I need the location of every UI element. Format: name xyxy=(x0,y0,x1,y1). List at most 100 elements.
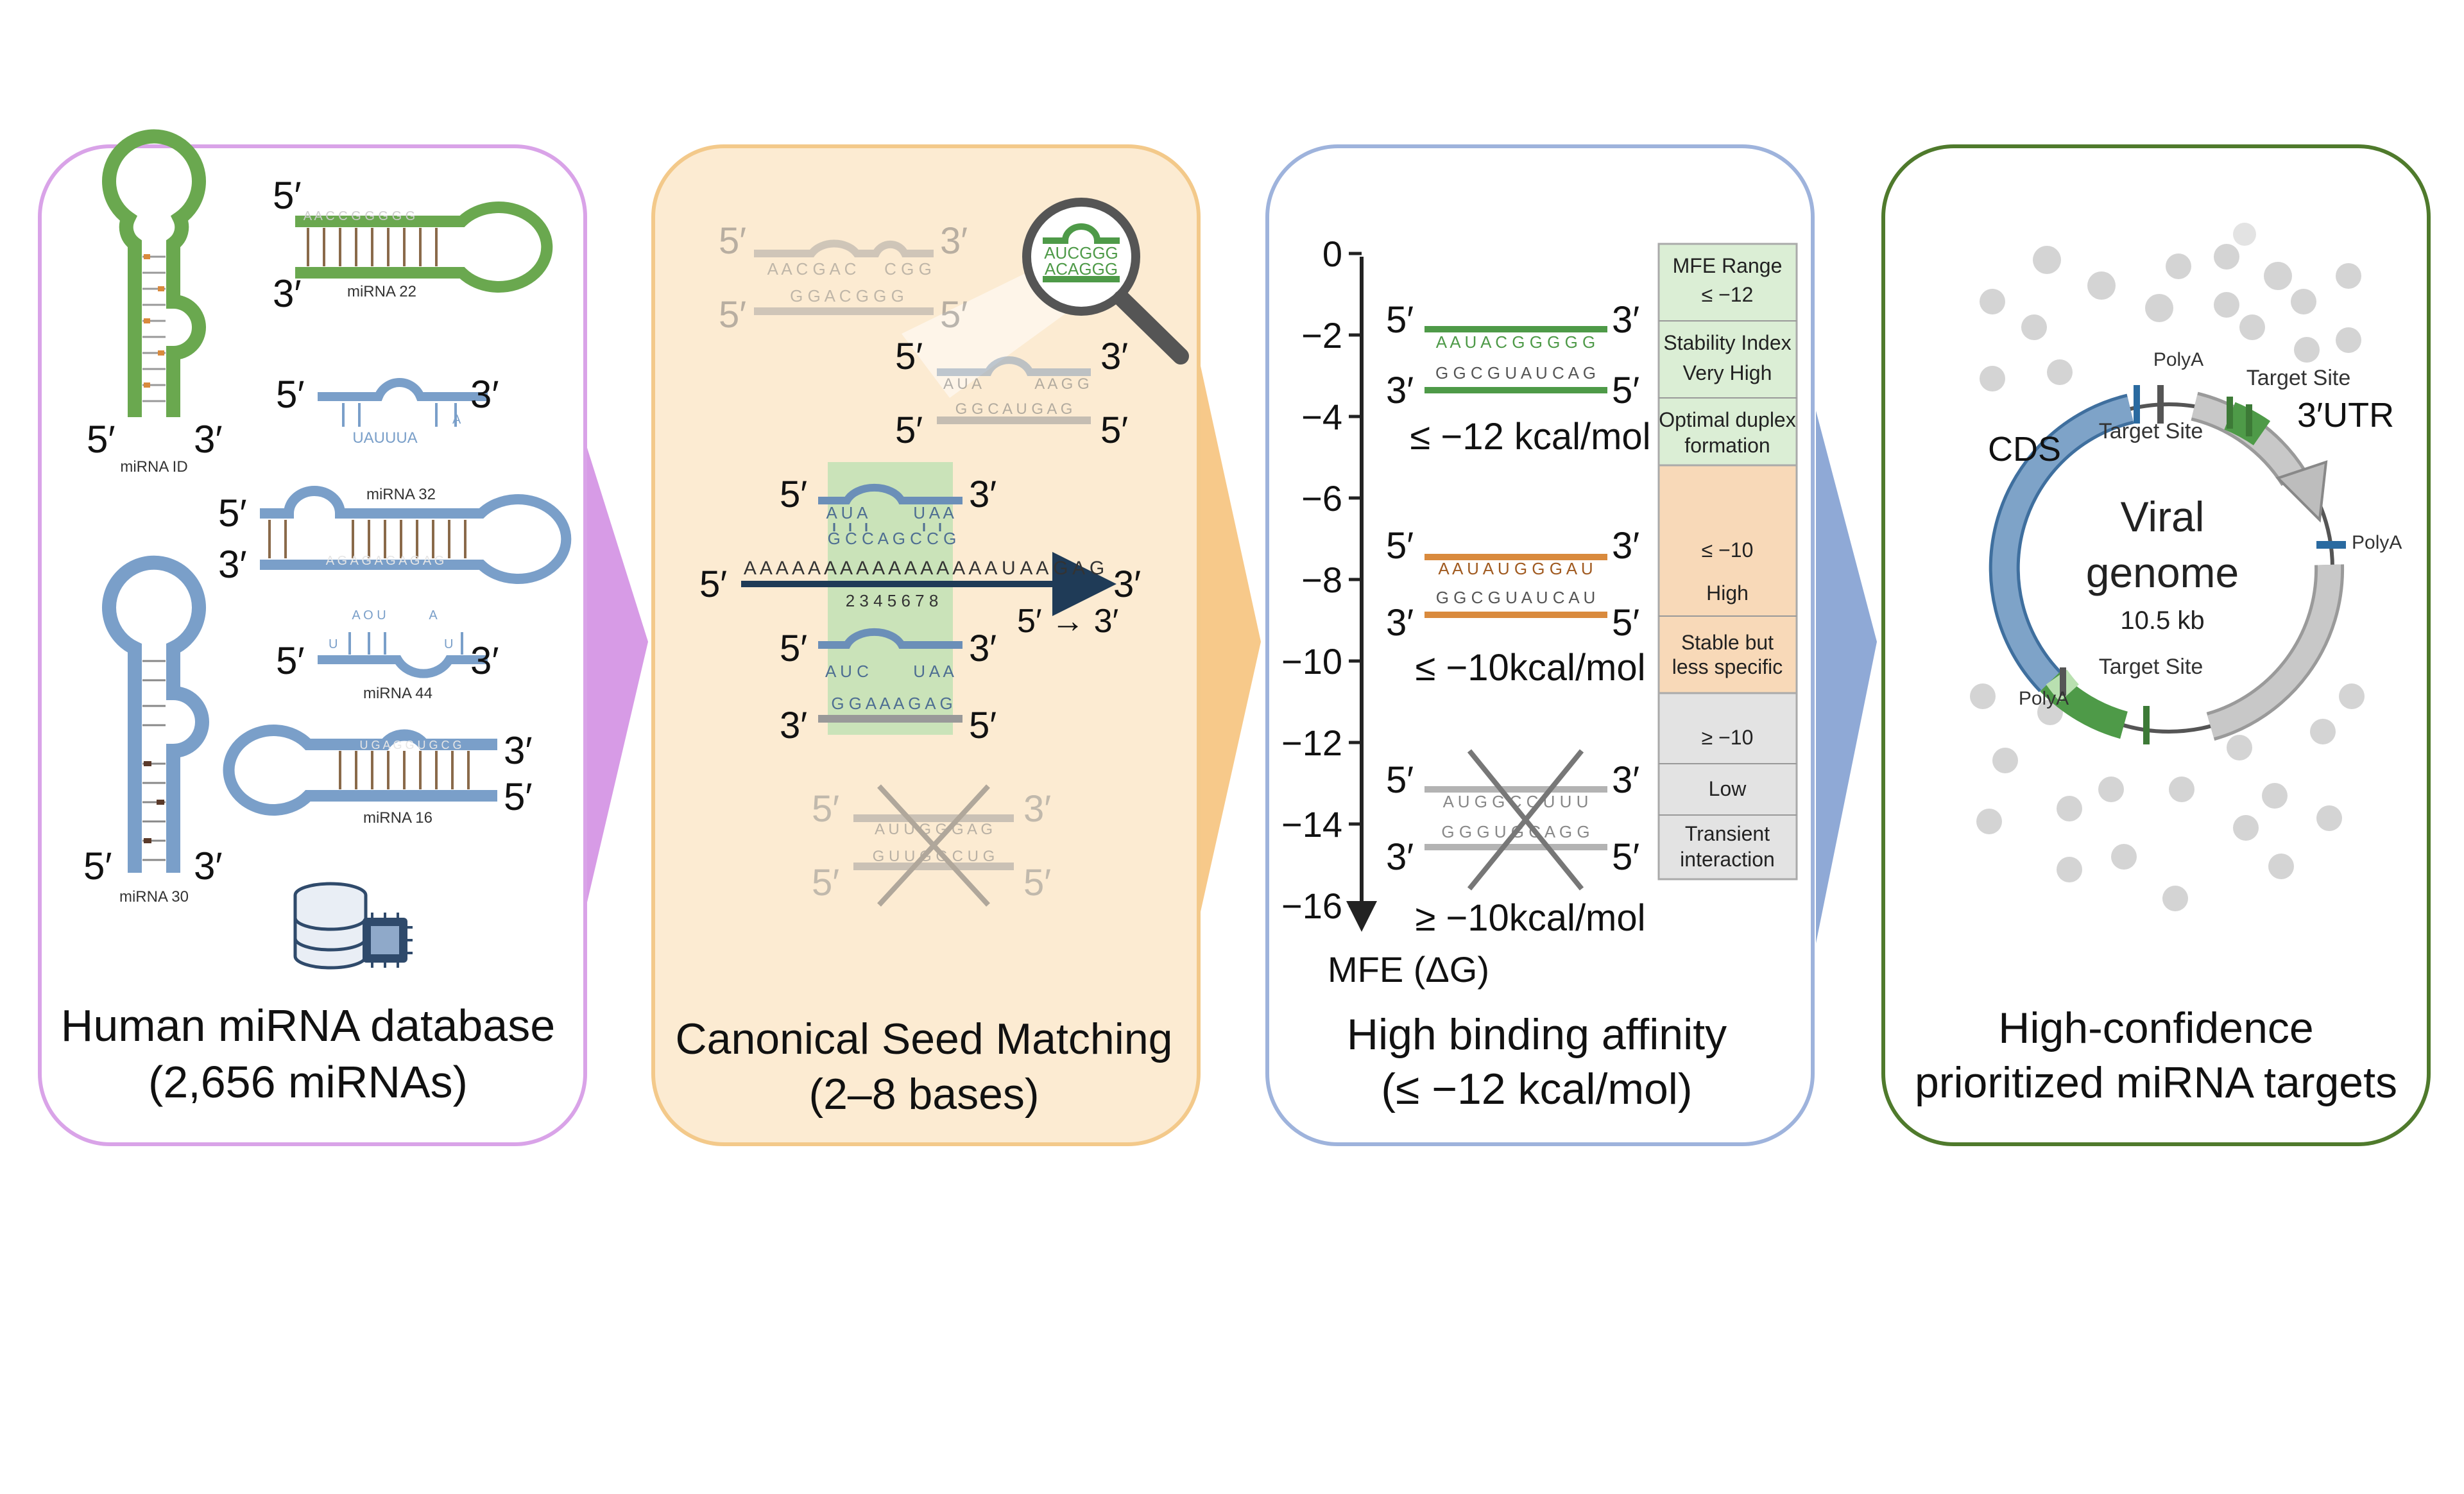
label-3prime: 3′ xyxy=(470,373,499,416)
hairpin-mirna-id: 5′ 3′ miRNA ID xyxy=(87,129,223,476)
panel-canonical-seed-matching: A A C G A C C G G G G A C G G G 5′ 3′ 5′… xyxy=(651,144,1201,1146)
table-gray-2: Low xyxy=(1709,777,1747,800)
duplex-mid: A U A A A G G G G C A U G A G xyxy=(937,356,1091,424)
mirna16-seq: U G A G G U G C G xyxy=(359,739,461,751)
label-3prime: 3′ xyxy=(194,845,223,888)
label-5prime: 5′ xyxy=(218,492,247,535)
label-5prime: 5′ xyxy=(895,409,923,451)
label-5prime: 5′ xyxy=(1386,759,1414,801)
label-3prime: 3′ xyxy=(1386,370,1414,411)
hairpin-30-label: miRNA 30 xyxy=(119,888,189,906)
duplex-crossed-out: A U U G G G A G G U U G G C U G 5′ 3′ 5′… xyxy=(812,784,1051,907)
duplex-high: A A U A U G G G A U G G C G U A U C A U … xyxy=(1386,525,1646,689)
arrow-panel2-to-3 xyxy=(1194,334,1261,943)
polya-right: PolyA xyxy=(2352,532,2402,553)
magnifier-top: AUCGGG xyxy=(1044,243,1118,262)
label-3prime: 3′ xyxy=(940,220,968,262)
panel3-caption-line1: High binding affinity xyxy=(1347,1010,1727,1059)
table-green-3a: Optimal duplex xyxy=(1659,408,1795,431)
duplex-seed-lower: A U C U A A G G A A A G A G 5′ 3′ 3′ 5′ xyxy=(780,628,997,746)
label-3prime: 3′ xyxy=(1113,563,1141,605)
label-5prime: 5′ xyxy=(1386,525,1414,567)
mrna-target-strand: A A A A A A A A A A A A A A A A U A A G … xyxy=(699,552,1141,640)
panel2-caption-line1: Canonical Seed Matching xyxy=(676,1015,1173,1063)
label-3prime: 3′ xyxy=(1386,602,1414,644)
label-5prime: 5′ xyxy=(1023,862,1051,904)
polya-left: PolyA xyxy=(2019,688,2069,709)
label-5prime: 5′ xyxy=(719,220,746,262)
axis-label: MFE (ΔG) xyxy=(1328,949,1489,990)
label-5prime: 5′ xyxy=(276,639,305,682)
mirna22-label: miRNA 22 xyxy=(347,283,416,300)
hairpin-mirna-22: A A C C G G G G G 5′ 3′ miRNA 22 xyxy=(273,174,553,315)
axis-tick-label: −12 xyxy=(1281,723,1342,763)
label-3prime: 3′ xyxy=(1612,525,1639,567)
arrow-panel3-to-4 xyxy=(1816,411,1877,943)
label-5prime: 5′ xyxy=(780,474,807,515)
label-3prime: 3′ xyxy=(1612,299,1639,341)
seed-highlight xyxy=(828,462,953,735)
panel2-caption-line2: (2–8 bases) xyxy=(809,1070,1039,1119)
mrna-seq: A A A A A A A A A A A A A A A A U A A G … xyxy=(744,558,1104,579)
mirna32-label: miRNA 32 xyxy=(366,486,436,503)
seed-top: A U A xyxy=(826,503,868,522)
axis-tick-label: −6 xyxy=(1301,478,1342,519)
seed-mid: G C C A G C C G xyxy=(828,529,957,548)
label-5prime: 5′ xyxy=(1100,409,1128,451)
panel4-caption-line1: High-confidence xyxy=(1998,1004,2313,1052)
mirna22-seq: A A C C G G G G G xyxy=(304,209,416,223)
duplex-seed-upper: A U A U A A G C C A G C C G 5′ 3′ xyxy=(780,474,997,548)
label-5prime: 5′ xyxy=(1386,299,1414,341)
mirna44-label: miRNA 44 xyxy=(363,685,432,702)
duplex-low: A U G G C C U U U G G G U G C A G G 5′ 3… xyxy=(1386,749,1646,939)
duplex-faded-top: A A C G A C C G G G G A C G G G 5′ 3′ 5′… xyxy=(719,220,968,336)
magnifier-bot: ACAGGG xyxy=(1045,259,1118,279)
label-5prime: 5′ xyxy=(940,294,968,336)
table-green-3b: formation xyxy=(1684,434,1770,457)
hairpin-id-label: miRNA ID xyxy=(120,458,187,476)
label-5prime: 5′ xyxy=(719,294,746,336)
genome-size: 10.5 kb xyxy=(2120,606,2204,635)
mirna32-seq: A G A G A G A G A G xyxy=(326,554,445,568)
axis-tick-label: −10 xyxy=(1281,641,1342,682)
magnifier-icon: AUCGGG ACAGGG xyxy=(1022,198,1189,365)
crossed-bot: G U U G G C U G xyxy=(873,848,995,865)
label-5prime: 5′ xyxy=(699,563,727,605)
label-3prime: 3′ xyxy=(194,418,223,461)
faded-bot-seq: G G A C G G G xyxy=(790,286,904,305)
label-3prime: 3′ xyxy=(969,628,997,669)
label-3prime: 3′ xyxy=(470,639,499,682)
mid-bot: G G C A U G A G xyxy=(955,400,1073,418)
polya-top: PolyA xyxy=(2153,349,2203,370)
label-5prime: 5′ xyxy=(1612,836,1639,878)
table-orange-2: High xyxy=(1706,581,1749,605)
mirna44-u: U xyxy=(329,637,338,651)
mirna44-top: A O U xyxy=(352,608,386,622)
arrow-panel1-to-2 xyxy=(578,417,648,943)
hairpin-mirna-30: 5′ 3′ miRNA 30 xyxy=(83,555,223,906)
duplex1-bot: G G C G U A U C A G xyxy=(1435,363,1596,382)
label-5prime: 5′ xyxy=(87,418,116,461)
label-3prime: 3′ xyxy=(1100,336,1128,377)
label-5prime: 5′ xyxy=(895,336,923,377)
label-5prime: 5′ xyxy=(1612,602,1639,644)
panel3-caption-line2: (≤ −12 kcal/mol) xyxy=(1381,1065,1692,1113)
lower-top: A U C xyxy=(825,662,869,681)
duplex-mirna-44: A O U A U U 5′ 3′ miRNA 44 xyxy=(276,608,499,702)
lower-top2: U A A xyxy=(913,662,954,681)
label-5prime: 5′ xyxy=(504,775,533,818)
label-5prime: 5′ xyxy=(1612,370,1639,411)
label-5prime: 5′ xyxy=(812,862,839,904)
utr-label: 3′UTR xyxy=(2297,396,2394,434)
duplex-very-high: A A U A C G G G G G G G C G U A U C A G … xyxy=(1386,299,1651,458)
label-5prime: 5′ xyxy=(276,373,305,416)
mid-top2: A A G G xyxy=(1034,375,1089,393)
viral-genome-map: Viral genome 10.5 kb CDS 3′UTR PolyA Pol… xyxy=(1988,349,2402,744)
label-3prime: 3′ xyxy=(1386,836,1414,878)
mirna44-u2: U xyxy=(444,637,453,651)
target-site-upper-left: Target Site xyxy=(2099,419,2203,443)
table-green-2b: Very High xyxy=(1683,361,1772,384)
direction-label: 5′ → 3′ xyxy=(1017,603,1118,640)
database-chip-icon xyxy=(293,882,413,970)
axis-tick-label: −4 xyxy=(1301,397,1342,437)
